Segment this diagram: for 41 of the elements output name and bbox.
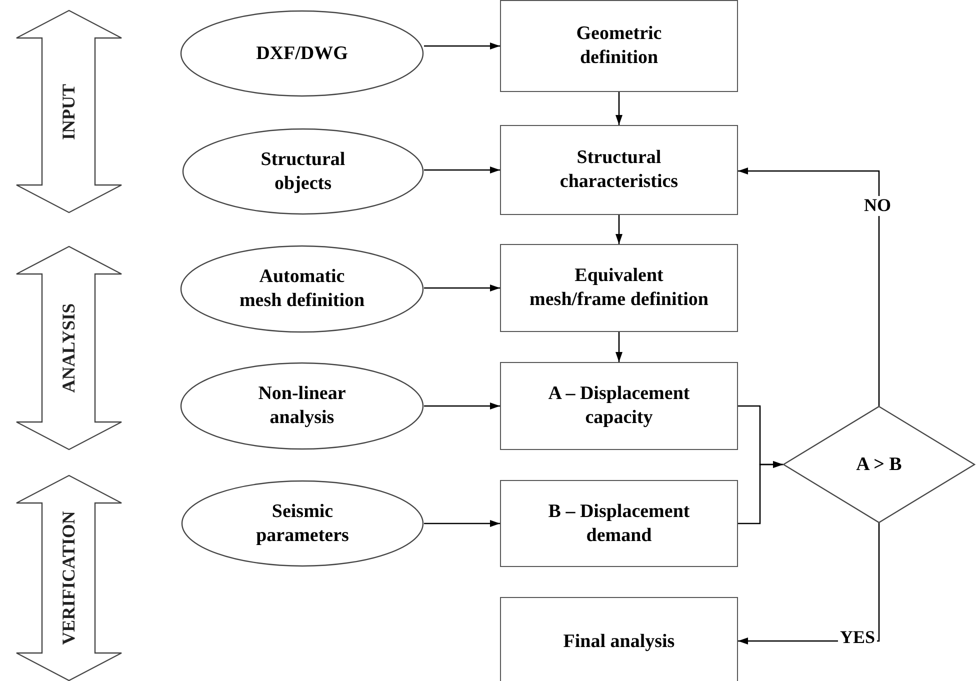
node-label: DXF/DWG	[256, 42, 348, 66]
node-label: A > B	[856, 452, 902, 476]
arrow	[424, 284, 500, 292]
node-label: Seismic parameters	[255, 500, 350, 548]
arrow	[616, 215, 622, 244]
node-label: INPUT	[58, 84, 80, 140]
phase-banner	[16, 10, 122, 213]
oval	[180, 10, 424, 97]
phase-banner	[16, 246, 122, 450]
arrow	[424, 166, 500, 174]
node-label: Structural objects	[260, 148, 346, 196]
oval	[180, 245, 424, 333]
phase-banner	[16, 475, 122, 681]
node-label: Non-linear analysis	[257, 382, 347, 430]
node-label: Geometric definition	[575, 22, 663, 70]
node-label: Structural characteristics	[558, 146, 680, 194]
oval	[180, 362, 424, 450]
node-label: VERIFICATION	[58, 511, 80, 645]
arrow	[424, 402, 500, 410]
oval	[181, 480, 424, 567]
process-box	[500, 480, 738, 567]
arrow	[424, 520, 500, 527]
arrow	[424, 42, 500, 50]
arrow	[616, 332, 622, 362]
arrow	[738, 461, 783, 524]
process-box	[500, 244, 738, 332]
process-box	[500, 125, 738, 215]
node-label: ANALYSIS	[58, 303, 80, 393]
arrow	[616, 92, 622, 125]
node-label: A – Displacement capacity	[547, 382, 691, 430]
decision-diamond	[783, 406, 975, 523]
oval	[182, 128, 424, 215]
edge-label: NO	[862, 196, 893, 216]
process-box	[500, 362, 738, 450]
node-label: Automatic mesh definition	[238, 265, 366, 313]
node-label: Equivalent mesh/frame definition	[528, 264, 710, 312]
node-label: Final analysis	[563, 630, 675, 654]
process-box	[500, 597, 738, 681]
process-box	[500, 0, 738, 92]
arrow	[738, 168, 880, 406]
node-label: B – Displacement demand	[547, 500, 691, 548]
